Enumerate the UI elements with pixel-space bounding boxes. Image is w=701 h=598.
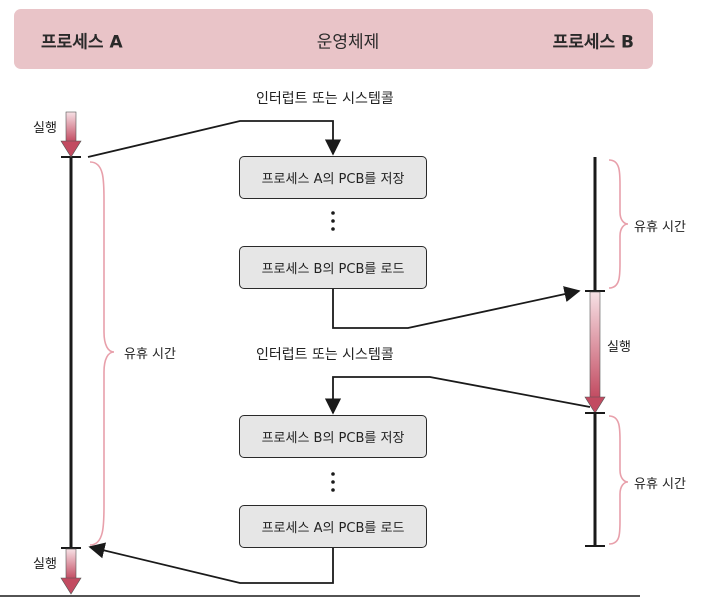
run-label-b: 실행: [607, 340, 631, 355]
header-process-b: 프로세스 B: [552, 32, 634, 53]
load-pcb-b-box: 프로세스 B의 PCB를 로드: [239, 246, 427, 289]
idle-brace-b-bottom: [608, 415, 629, 545]
save-pcb-a-box: 프로세스 A의 PCB를 저장: [239, 156, 427, 199]
run-arrow-a-bottom: [60, 548, 82, 595]
dispatch-arrow-b: [332, 286, 581, 329]
save-pcb-b-box: 프로세스 B의 PCB를 저장: [239, 415, 427, 458]
run-arrow-a-top: [60, 111, 82, 158]
header-process-a: 프로세스 A: [41, 32, 123, 53]
interrupt-arrow-1: [87, 120, 342, 158]
idle-brace-a: [89, 161, 115, 546]
interrupt-label-mid: 인터럽트 또는 시스템콜: [256, 347, 394, 363]
load-pcb-a-box: 프로세스 A의 PCB를 로드: [239, 505, 427, 548]
idle-label-a: 유휴 시간: [124, 347, 176, 362]
header-bar: 프로세스 A 운영체제 프로세스 B: [14, 9, 653, 69]
header-os: 운영체제: [316, 32, 380, 53]
run-label-a-bottom: 실행: [33, 557, 57, 572]
dispatch-arrow-a: [88, 542, 334, 584]
run-arrow-b: [584, 291, 606, 414]
interrupt-label-top: 인터럽트 또는 시스템콜: [256, 91, 394, 107]
idle-label-b-bottom: 유휴 시간: [634, 477, 686, 492]
ellipsis-dots-1: [331, 211, 335, 231]
idle-label-b-top: 유휴 시간: [634, 220, 686, 235]
ellipsis-dots-2: [331, 472, 335, 492]
run-label-a-top: 실행: [33, 121, 57, 136]
idle-brace-b-top: [608, 159, 629, 289]
interrupt-arrow-2: [324, 376, 591, 415]
